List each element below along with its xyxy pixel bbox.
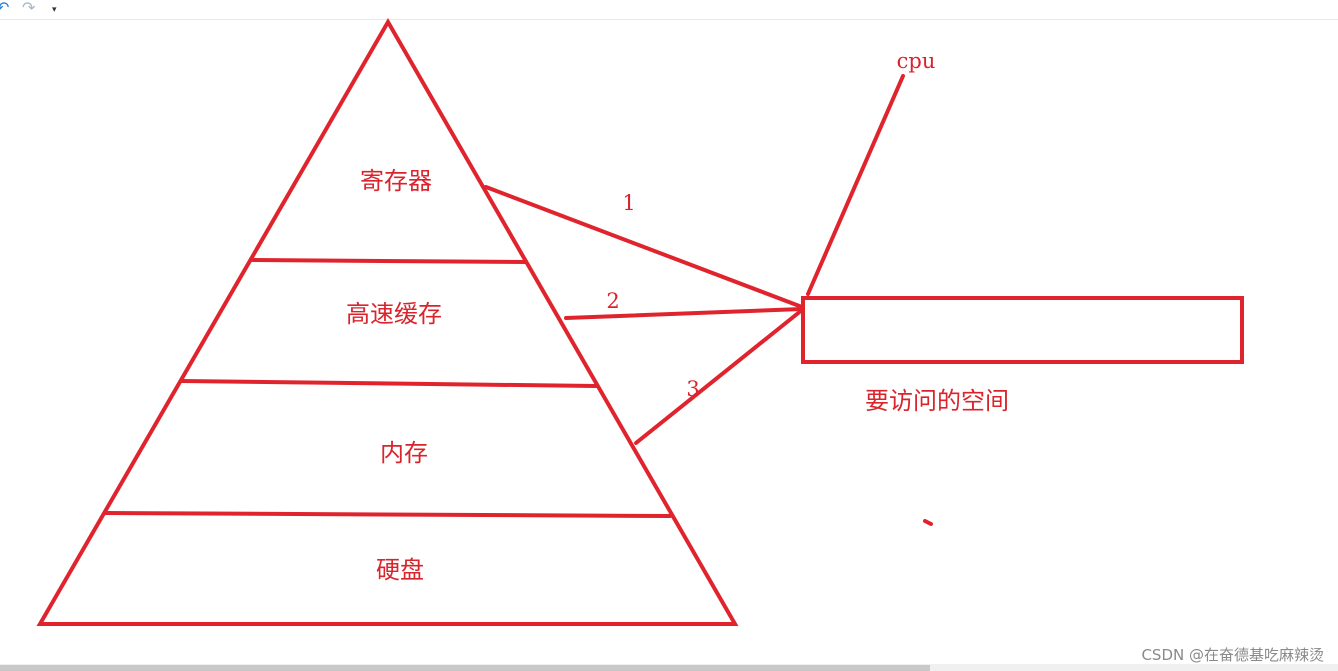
csdn-watermark: CSDN @在奋德基吃麻辣烫 — [1141, 646, 1324, 664]
redo-icon[interactable]: ↷ — [22, 0, 36, 17]
arrow-label-2: 2 — [606, 289, 619, 313]
layer-label-cache: 高速缓存 — [346, 300, 442, 328]
pyramid-outline — [36, 17, 739, 626]
target-space-box — [801, 296, 1244, 364]
cpu-line — [806, 74, 905, 296]
access-line-2 — [564, 307, 804, 320]
arrow-label-3: 3 — [686, 377, 699, 401]
layer-divider — [180, 379, 598, 388]
layer-label-memory: 内存 — [380, 439, 428, 467]
dropdown-arrow-icon[interactable]: ▾ — [52, 5, 57, 15]
layer-label-registers: 寄存器 — [360, 167, 432, 195]
cpu-label: cpu — [897, 49, 936, 73]
horizontal-scrollbar[interactable] — [0, 664, 1338, 671]
editor-toolbar: ↶ ↷ ▾ — [0, 0, 1338, 20]
scrollbar-thumb[interactable] — [0, 665, 930, 671]
arrow-label-1: 1 — [622, 191, 635, 215]
layer-divider — [250, 258, 527, 264]
access-line-3 — [634, 308, 804, 445]
layer-label-disk: 硬盘 — [376, 556, 424, 584]
access-line-1 — [484, 185, 804, 309]
layer-divider — [104, 511, 672, 518]
target-space-label: 要访问的空间 — [865, 387, 1009, 415]
stray-mark — [923, 519, 933, 526]
undo-icon[interactable]: ↶ — [0, 0, 10, 17]
